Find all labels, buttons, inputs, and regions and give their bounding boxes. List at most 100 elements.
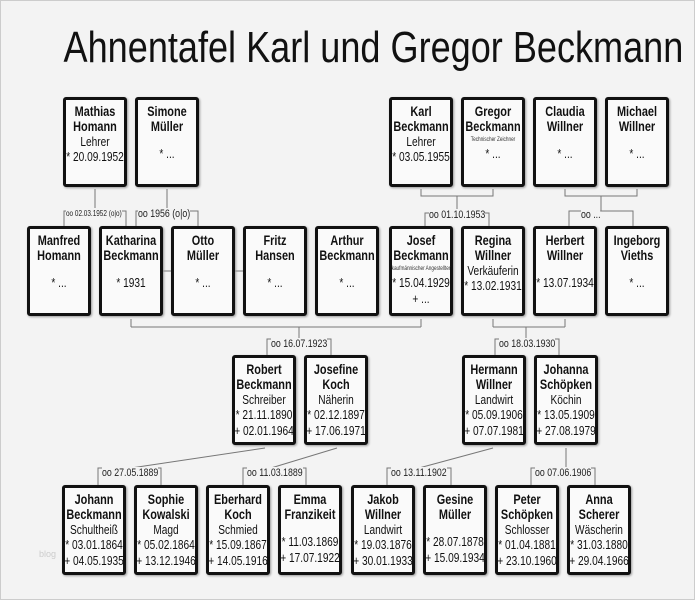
birth-date: * 15.04.1929 [392, 275, 450, 290]
death-date: + 07.07.1981 [464, 423, 524, 438]
first-name: Josefine [313, 361, 359, 377]
first-name: Karl [410, 103, 432, 119]
birth-date: * ... [159, 146, 175, 161]
occupation: Magd [153, 522, 179, 537]
page-title: Ahnentafel Karl und Gregor Beckmann [63, 23, 684, 72]
first-name: Peter [513, 491, 541, 507]
first-name: Herbert [545, 232, 585, 248]
first-name: Johann [74, 491, 114, 507]
first-name: Johanna [543, 361, 589, 377]
first-name: Robert [246, 361, 282, 377]
last-name: Willner [474, 247, 512, 263]
occupation: Verkäuferin [467, 263, 519, 278]
occupation: Schreiber [242, 392, 286, 407]
last-name: Willner [546, 247, 584, 263]
birth-date: * 19.03.1876 [354, 537, 412, 552]
last-name: Homann [73, 118, 117, 134]
marriage-label: oo 27.05.1889 [102, 467, 159, 479]
occupation: Lehrer [406, 134, 436, 149]
death-date: + 14.05.1916 [208, 553, 268, 568]
marriage-label: oo 13.11.1902 [391, 467, 447, 479]
marriage-label: oo 01.10.1953 [429, 209, 486, 221]
occupation: Lehrer [80, 134, 110, 149]
birth-date: * ... [557, 146, 573, 161]
marriage-label: oo 02.03.1952 (o|o) [66, 209, 122, 218]
marriage-label: oo ... [581, 209, 601, 221]
death-date: + 23.10.1960 [497, 553, 557, 568]
death-date: + ... [412, 291, 430, 306]
last-name: Beckmann [103, 247, 159, 263]
first-name: Fritz [263, 232, 287, 248]
birth-date: * ... [485, 146, 501, 161]
occupation: Näherin [318, 392, 354, 407]
last-name: Müller [186, 247, 220, 263]
birth-date: * 15.09.1867 [209, 537, 267, 552]
last-name: Kowalski [142, 506, 190, 522]
last-name: Beckmann [393, 118, 449, 134]
birth-date: * 1931 [116, 275, 146, 290]
last-name: Scherer [578, 506, 620, 522]
last-name: Beckmann [393, 247, 449, 263]
last-name: Willner [475, 376, 513, 392]
last-name: Franzikeit [284, 506, 336, 522]
marriage-label: oo 18.03.1930 [499, 338, 556, 350]
first-name: Josef [406, 232, 436, 248]
birth-date: * 02.12.1897 [307, 407, 365, 422]
birth-date: * 13.07.1934 [536, 275, 594, 290]
last-name: Willner [546, 118, 584, 134]
first-name: Michael [616, 103, 658, 119]
last-name: Beckmann [66, 506, 122, 522]
last-name: Müller [150, 118, 184, 134]
last-name: Koch [224, 506, 252, 522]
first-name: Gregor [474, 103, 512, 119]
occupation: Schmied [218, 522, 258, 537]
occupation: Landwirt [363, 522, 403, 537]
last-name: Hansen [255, 247, 295, 263]
first-name: Regina [474, 232, 512, 248]
birth-date: * 28.07.1878 [426, 534, 484, 549]
death-date: + 30.01.1933 [353, 553, 413, 568]
occupation: Schlosser [504, 522, 550, 537]
birth-date: * 03.01.1864 [65, 537, 123, 552]
first-name: Manfred [37, 232, 81, 248]
occupation: Köchin [550, 392, 582, 407]
marriage-label: oo 16.07.1923 [271, 338, 328, 350]
death-date: + 04.05.1935 [64, 553, 124, 568]
first-name: Sophie [147, 491, 185, 507]
first-name: Jakob [367, 491, 399, 507]
first-name: Mathias [74, 103, 116, 119]
birth-date: * ... [195, 275, 211, 290]
birth-date: * 21.11.1890 [235, 407, 293, 422]
watermark: blog [39, 549, 57, 559]
birth-date: * 05.02.1864 [137, 537, 195, 552]
death-date: + 17.07.1922 [280, 550, 340, 565]
first-name: Otto [191, 232, 215, 248]
birth-date: * ... [629, 146, 645, 161]
first-name: Hermann [470, 361, 518, 377]
last-name: Vieths [620, 247, 654, 263]
death-date: + 17.06.1971 [306, 423, 366, 438]
marriage-label: oo 07.06.1906 [535, 467, 592, 479]
last-name: Schöpken [539, 376, 593, 392]
birth-date: * 20.09.1952 [66, 149, 124, 164]
last-name: Beckmann [465, 118, 521, 134]
birth-date: * 05.09.1906 [465, 407, 523, 422]
death-date: + 13.12.1946 [136, 553, 196, 568]
last-name: Koch [322, 376, 350, 392]
first-name: Gesine [436, 491, 474, 507]
